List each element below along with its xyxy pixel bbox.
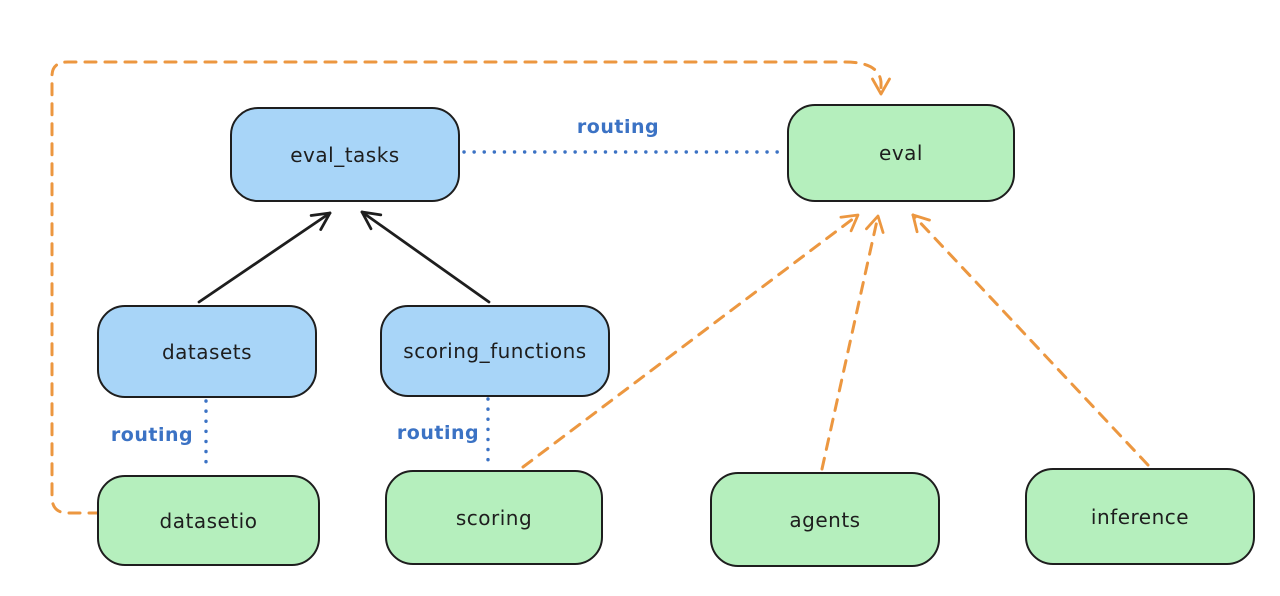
edge-inference-to-eval bbox=[911, 213, 1150, 467]
node-datasets-label: datasets bbox=[161, 339, 253, 364]
edge-label-routing-scoring: routing bbox=[396, 422, 480, 444]
node-scoring: scoring bbox=[385, 470, 603, 565]
edge-label-routing-top: routing bbox=[576, 116, 660, 138]
edge-label-routing-datasetio: routing bbox=[110, 424, 194, 446]
edge-agents-to-eval bbox=[820, 214, 885, 471]
node-eval-tasks: eval_tasks bbox=[230, 107, 460, 202]
node-scoring-functions-label: scoring_functions bbox=[403, 339, 587, 363]
node-inference: inference bbox=[1025, 468, 1255, 565]
node-datasetio-label: datasetio bbox=[159, 508, 258, 533]
node-agents: agents bbox=[710, 472, 940, 567]
node-datasetio: datasetio bbox=[97, 475, 320, 566]
node-agents-label: agents bbox=[789, 507, 861, 532]
edge-datasets-to-eval-tasks bbox=[197, 211, 332, 304]
edge-scoring-functions-to-eval-tasks bbox=[360, 210, 491, 304]
node-scoring-functions: scoring_functions bbox=[380, 305, 610, 397]
node-eval-label: eval bbox=[879, 141, 923, 165]
node-eval-tasks-label: eval_tasks bbox=[290, 142, 400, 167]
node-eval: eval bbox=[787, 104, 1015, 202]
node-datasets: datasets bbox=[97, 305, 317, 398]
node-inference-label: inference bbox=[1090, 504, 1190, 529]
edge-datasetio-to-eval bbox=[50, 60, 891, 515]
edge-scoring-to-eval bbox=[521, 213, 860, 469]
node-scoring-label: scoring bbox=[455, 505, 533, 530]
